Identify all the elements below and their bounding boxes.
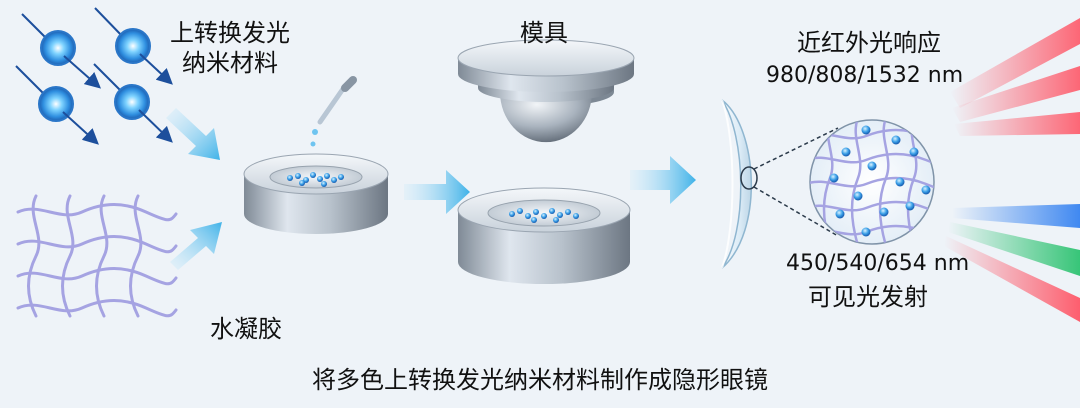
- nanoparticle: [21, 13, 101, 89]
- nir-beam: [952, 66, 1080, 122]
- lens-zoom-region: [740, 166, 758, 190]
- red-emission-beam: [944, 236, 1080, 322]
- nir-beam: [954, 112, 1080, 136]
- zoom-nanoparticles: [829, 125, 931, 237]
- nanoparticle: [93, 63, 173, 143]
- flow-arrow-to-mold: [404, 170, 470, 214]
- nanoparticle: [15, 65, 99, 145]
- pipette: [310, 76, 357, 147]
- dispersed-nanoparticles: [287, 172, 344, 187]
- emission-arrow: [138, 109, 173, 143]
- nanoparticle-group: [15, 7, 173, 145]
- flow-arrow-hydrogel: [170, 222, 222, 270]
- emission-arrow: [62, 111, 99, 145]
- incident-arrow: [94, 7, 125, 39]
- nir-wavelengths-label: 980/808/1532 nm: [766, 63, 964, 88]
- mixing-dish: [243, 153, 389, 234]
- nir-response-label: 近红外光响应: [797, 29, 941, 57]
- blue-emission-beam: [952, 204, 1080, 228]
- mold-label: 模具: [520, 19, 568, 47]
- droplet: [310, 141, 316, 147]
- zoom-line-top: [753, 127, 839, 170]
- flow-arrow-to-lens: [630, 156, 696, 204]
- figure-caption: 将多色上转换发光纳米材料制作成隐形眼镜: [312, 366, 768, 394]
- upconversion-label-line2: 纳米材料: [182, 49, 278, 77]
- incident-arrow: [15, 65, 45, 95]
- mold-top: [457, 39, 635, 143]
- zoom-circle: [809, 119, 935, 245]
- flow-arrow-nanoparticles: [166, 108, 220, 160]
- nir-beam: [950, 18, 1080, 108]
- incident-arrow: [93, 63, 123, 93]
- upconversion-label-line1: 上转换发光: [170, 19, 290, 47]
- green-emission-beam: [948, 222, 1080, 276]
- upconversion-label: 上转换发光 纳米材料: [170, 18, 290, 78]
- visible-beams: [944, 204, 1080, 322]
- emission-arrow: [139, 53, 173, 85]
- zoom-line-bottom: [753, 186, 839, 237]
- mold-bottom: [457, 187, 631, 284]
- nir-beams: [950, 18, 1080, 136]
- hydrogel-mesh: [16, 194, 178, 318]
- emission-arrow: [63, 55, 101, 89]
- mold-nanoparticles: [509, 208, 579, 223]
- visible-wavelengths-label: 450/540/654 nm: [786, 251, 970, 276]
- nanoparticle: [94, 7, 173, 85]
- droplet: [312, 129, 318, 135]
- visible-emission-label: 可见光发射: [808, 283, 928, 311]
- contact-lens: [721, 99, 758, 269]
- hydrogel-label: 水凝胶: [210, 315, 282, 343]
